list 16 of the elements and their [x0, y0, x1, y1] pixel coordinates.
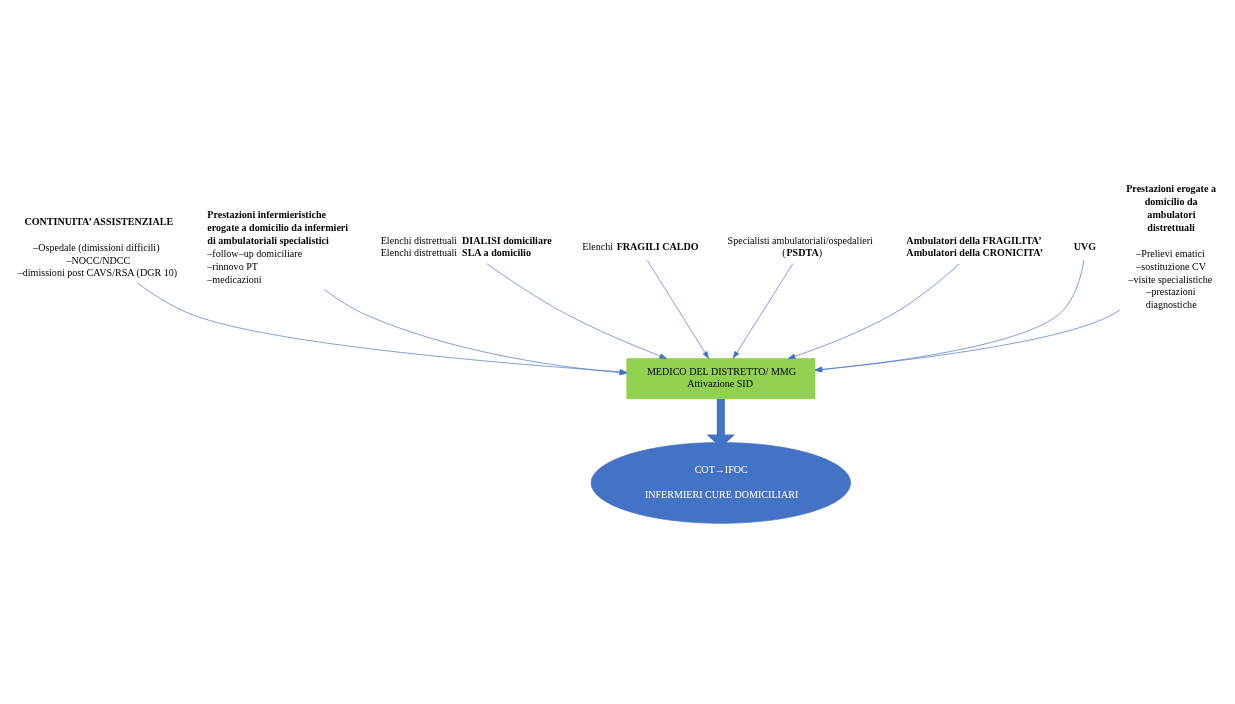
arrow	[732, 262, 794, 359]
node-text: Prestazioni infermieristiche erogate a domicilio da infermieri di ambulatoriali specialistici –follow–up domiciliare –rinnovo PT –medicazioni	[207, 208, 349, 285]
node-text: UVG	[1073, 240, 1097, 252]
node-box: MEDICO DEL DISTRETTO/ MMG Attivazione SID	[626, 357, 816, 399]
node-ellipse: COT→IFOC INFERMIERI CURE DOMICILIARI	[590, 441, 851, 524]
node-text: Specialisti ambulatoriali/ospedalieri (PSDTA)	[727, 234, 873, 258]
node-text: Ambulatori della FRAGILITA’ Ambulatori della CRONICITA’	[906, 234, 1044, 258]
arrow	[814, 259, 1085, 372]
node-text: CONTINUITA’ ASSISTENZIALE –Ospedale (dimissioni difficili) –NOCC/NDCC –dimissioni post CAVS/RSA (DGR 10)	[17, 215, 178, 278]
arrow	[814, 309, 1121, 372]
arrow	[787, 263, 960, 359]
node-text: Elenchi distrettuali DIALISI domiciliare Elenchi distrettuali SLA a domicilio	[380, 234, 552, 258]
arrow	[486, 262, 667, 359]
node-text: Elenchi FRAGILI CALDO	[582, 240, 699, 252]
arrow	[647, 259, 709, 359]
node-text: Prestazioni erogate a domicilio da ambulatori distrettuali –Prelievi ematici –sostituzione CV –visite specialistiche –prestazioni diagnostiche	[1126, 182, 1216, 310]
